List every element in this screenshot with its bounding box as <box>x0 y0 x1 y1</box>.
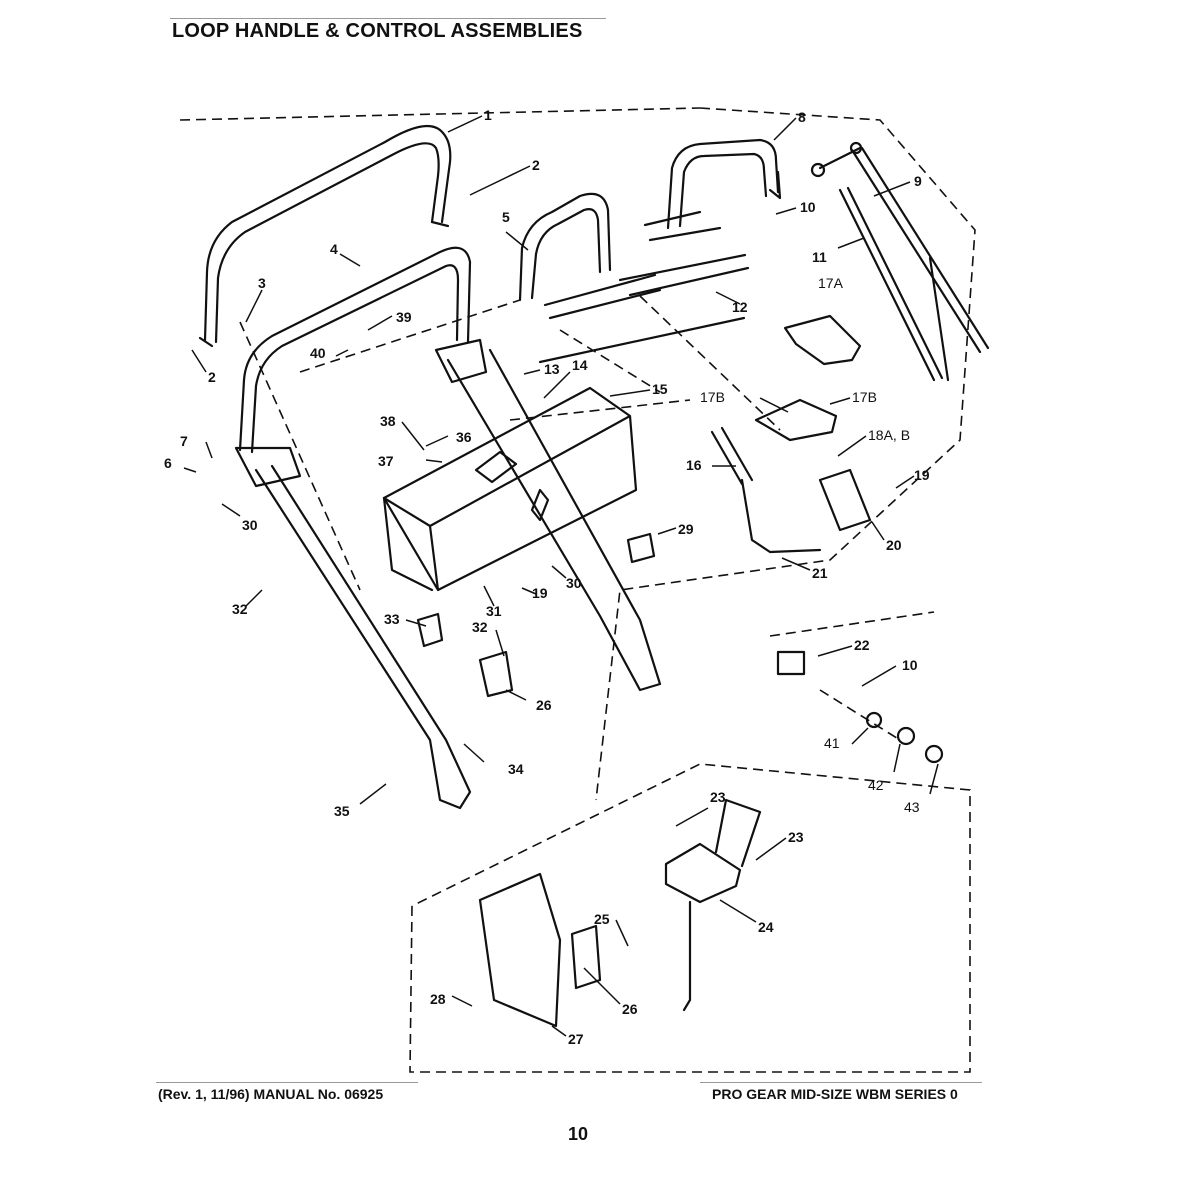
callout-24: 24 <box>758 919 774 935</box>
callout-31: 31 <box>486 603 502 619</box>
callout-25: 25 <box>594 911 610 927</box>
part-8-control-bail <box>666 138 780 230</box>
callout-15: 15 <box>652 381 668 397</box>
callout-9: 9 <box>914 173 922 189</box>
callout-3: 3 <box>258 275 266 291</box>
part-26-switch-upper <box>478 650 514 698</box>
callout-32: 32 <box>472 619 488 635</box>
assembly-outline-right <box>595 107 976 801</box>
part-11-long-rod <box>838 186 944 382</box>
callout-1: 1 <box>484 107 492 123</box>
callout-39: 39 <box>396 309 412 325</box>
callout-10: 10 <box>902 657 918 673</box>
callout-26: 26 <box>536 697 552 713</box>
callout-8: 8 <box>798 109 806 125</box>
part-lower-handle-tube-left <box>254 464 472 810</box>
part-17b-bracket <box>754 398 838 442</box>
footer-revision: (Rev. 1, 11/96) MANUAL No. 06925 <box>158 1086 384 1102</box>
callout-35: 35 <box>334 803 350 819</box>
part-5-drive-bail <box>518 192 612 302</box>
part-1-upper-loop-handle <box>203 124 452 344</box>
part-43-nut <box>924 744 944 764</box>
part-33-switch <box>416 612 444 648</box>
callout-11: 11 <box>812 249 827 265</box>
part-11-rod <box>543 210 722 320</box>
callout-42: 42 <box>868 777 884 793</box>
page-title: LOOP HANDLE & CONTROL ASSEMBLIES <box>172 20 583 42</box>
callout-2: 2 <box>208 369 216 385</box>
assembly-outline-left <box>179 107 701 121</box>
callout-20: 20 <box>886 537 902 553</box>
part-29-switch <box>626 532 656 564</box>
part-22-block <box>776 650 806 676</box>
callout-19: 19 <box>532 585 548 601</box>
callout-40: 40 <box>310 345 326 361</box>
footer-rule-left <box>156 1082 418 1083</box>
callout-37: 37 <box>378 453 394 469</box>
callout-33: 33 <box>384 611 400 627</box>
callout-17b: 17B <box>700 389 725 405</box>
callout-41: 41 <box>824 735 840 751</box>
part-4-lower-loop-handle <box>238 246 472 454</box>
part-15-control-panel <box>382 386 638 592</box>
part-20-linkage-plate <box>818 468 872 532</box>
callout-17a: 17A <box>818 275 844 291</box>
assembly-box-border <box>409 763 971 1073</box>
callout-36: 36 <box>456 429 472 445</box>
callout-19: 19 <box>914 467 930 483</box>
callout-43: 43 <box>904 799 920 815</box>
callout-22: 22 <box>854 637 870 653</box>
callout-30: 30 <box>242 517 258 533</box>
callout-13: 13 <box>544 361 560 377</box>
part-lower-handle-tube-right <box>446 348 662 692</box>
callout-17b: 17B <box>852 389 877 405</box>
callout-28: 28 <box>430 991 446 1007</box>
callout-10: 10 <box>800 199 816 215</box>
footer-model: PRO GEAR MID-SIZE WBM SERIES 0 <box>712 1086 958 1102</box>
part-12-rod <box>618 253 750 297</box>
callout-26: 26 <box>622 1001 638 1017</box>
callout-12: 12 <box>732 299 748 315</box>
part-16-grip <box>710 426 754 486</box>
part-21-rod <box>740 478 822 554</box>
footer-rule-right <box>700 1082 982 1083</box>
callout-29: 29 <box>678 521 694 537</box>
part-17a-bracket <box>783 314 862 366</box>
part-26-switch-lower <box>570 924 602 990</box>
callout-23: 23 <box>710 789 726 805</box>
title-rule <box>170 18 606 19</box>
part-27-bracket <box>478 872 562 1028</box>
callout-21: 21 <box>812 565 828 581</box>
part-24-pedal <box>664 798 762 904</box>
callout-5: 5 <box>502 209 510 225</box>
callout-6: 6 <box>164 455 172 471</box>
callout-32: 32 <box>232 601 248 617</box>
callout-16: 16 <box>686 457 702 473</box>
part-42-washer <box>896 726 916 746</box>
callout-34: 34 <box>508 761 524 777</box>
callout-27: 27 <box>568 1031 584 1047</box>
callout-2: 2 <box>532 157 540 173</box>
callout-4: 4 <box>330 241 338 257</box>
assembly-line-lower-right <box>769 611 935 741</box>
callout-7: 7 <box>180 433 188 449</box>
callout-23: 23 <box>788 829 804 845</box>
callout-14: 14 <box>572 357 588 373</box>
page-number: 10 <box>568 1124 589 1144</box>
part-9-control-rod <box>850 146 990 382</box>
assembly-line-main <box>239 295 781 591</box>
callout-18ab: 18A, B <box>868 427 910 443</box>
callout-38: 38 <box>380 413 396 429</box>
callout-30: 30 <box>566 575 582 591</box>
